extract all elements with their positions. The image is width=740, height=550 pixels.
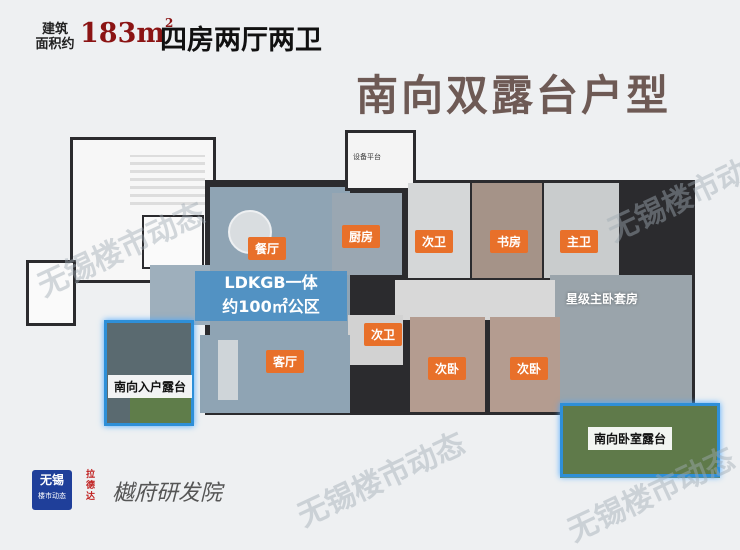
master-suite-floor: [550, 275, 692, 410]
sofa: [218, 340, 238, 400]
room-label-bedroom2-right: 次卧: [510, 357, 549, 380]
entry-terrace-label: 南向入户露台: [108, 375, 193, 398]
wuxi-logo: 无锡 楼市动态: [32, 470, 72, 510]
area-unit-sup: 2: [164, 16, 174, 30]
elevator-car: [142, 215, 204, 269]
room-label-living: 客厅: [266, 350, 305, 373]
room-label-bedroom2-left: 次卧: [428, 357, 467, 380]
wuxi-logo-line1: 无锡: [39, 473, 64, 487]
brand-vertical-logo: 拉德达: [86, 470, 96, 502]
equipment-platform-label: 设备平台: [353, 153, 381, 161]
area-caption-line1: 建筑: [41, 22, 68, 37]
equipment-platform: [345, 130, 416, 191]
bedroom-terrace-label: 南向卧室露台: [588, 427, 673, 450]
layout-type: 四房两厅两卫: [160, 25, 322, 56]
room-label-bath-top: 次卫: [415, 230, 454, 253]
room-label-master-suite: 星级主卧套房: [566, 292, 639, 306]
room-label-dining: 餐厅: [248, 237, 287, 260]
wuxi-logo-line2: 楼市动态: [38, 492, 66, 500]
bedroom-terrace-frame: [560, 403, 720, 477]
area-caption: 建筑 面积约: [34, 22, 76, 52]
area-value: 183m2: [80, 16, 174, 49]
area-number: 183m: [80, 18, 165, 49]
floor-plan: 设备平台 南向入户露台 南向卧室露台 LDKGB一体 约100㎡公区 餐厅 厨房…: [10, 125, 730, 495]
hallway-floor: [395, 280, 555, 320]
room-label-kitchen: 厨房: [342, 225, 381, 248]
entry-terrace-lawn: [130, 395, 192, 425]
page-subtitle: 南向双露台户型: [356, 71, 672, 120]
elevator-shaft: [26, 260, 76, 326]
room-label-bath-mid: 次卫: [364, 323, 403, 346]
area-caption-line2: 面积约: [35, 37, 75, 52]
room-label-master-bath: 主卫: [560, 230, 599, 253]
entry-terrace-frame: [104, 320, 194, 426]
room-label-study: 书房: [490, 230, 529, 253]
banner-line1: LDKGB一体: [224, 273, 318, 292]
public-area-banner: LDKGB一体 约100㎡公区: [195, 271, 347, 321]
script-logo: 樾府研发院: [112, 481, 223, 506]
stair-steps: [130, 155, 205, 205]
banner-line2: 约100㎡公区: [222, 297, 320, 316]
